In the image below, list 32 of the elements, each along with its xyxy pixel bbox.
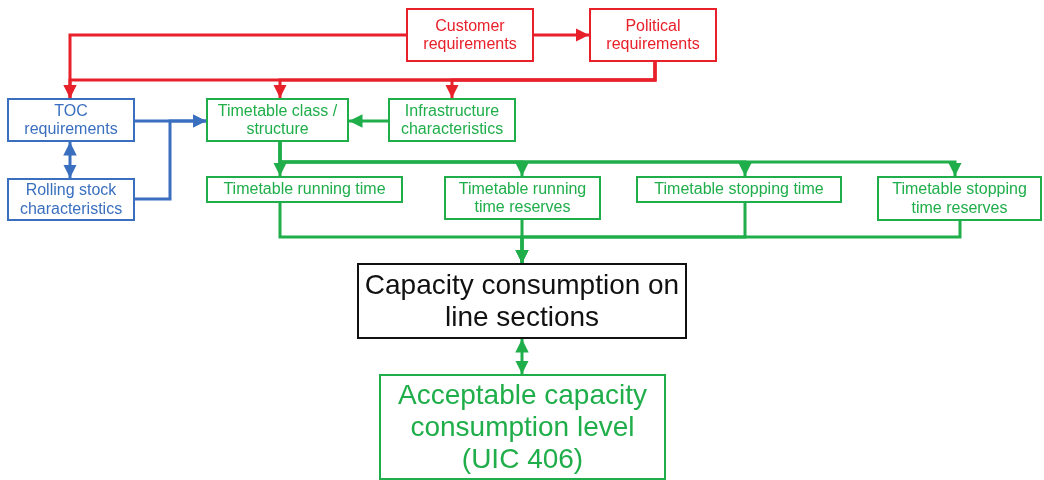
process-box — [7, 98, 135, 142]
arrow — [534, 28, 589, 42]
box-label: Infrastructure characteristics — [399, 101, 505, 139]
box-label: Timetable running time reserves — [457, 179, 588, 217]
box-label: Acceptable capacity consumption level (UIC 406) — [396, 378, 648, 476]
box-label: Timetable stopping time — [654, 180, 824, 199]
process-box — [589, 8, 717, 62]
arrow — [135, 114, 206, 201]
box-label: Political requirements — [605, 16, 701, 54]
box-label: Timetable class / structure — [216, 101, 339, 139]
box-label: Rolling stock characteristics — [18, 181, 124, 218]
process-box — [444, 176, 601, 220]
arrow — [63, 142, 77, 178]
process-box — [636, 176, 842, 203]
process-box — [379, 374, 666, 480]
process-box — [877, 176, 1042, 221]
arrow — [445, 62, 657, 98]
arrow — [349, 114, 388, 128]
process-box — [388, 98, 516, 142]
arrow — [515, 339, 529, 374]
process-box — [206, 98, 349, 142]
arrow — [515, 221, 962, 263]
process-box — [357, 263, 687, 339]
process-box — [7, 178, 135, 221]
box-label: Timetable running time — [223, 180, 386, 199]
arrow — [278, 142, 962, 176]
box-label: Timetable stopping time reserves — [891, 180, 1028, 217]
process-box — [406, 8, 534, 62]
box-label: Customer requirements — [422, 16, 518, 54]
box-label: TOC requirements — [23, 101, 119, 139]
box-label: Capacity consumption on line sections — [363, 268, 681, 334]
process-box — [206, 176, 403, 203]
